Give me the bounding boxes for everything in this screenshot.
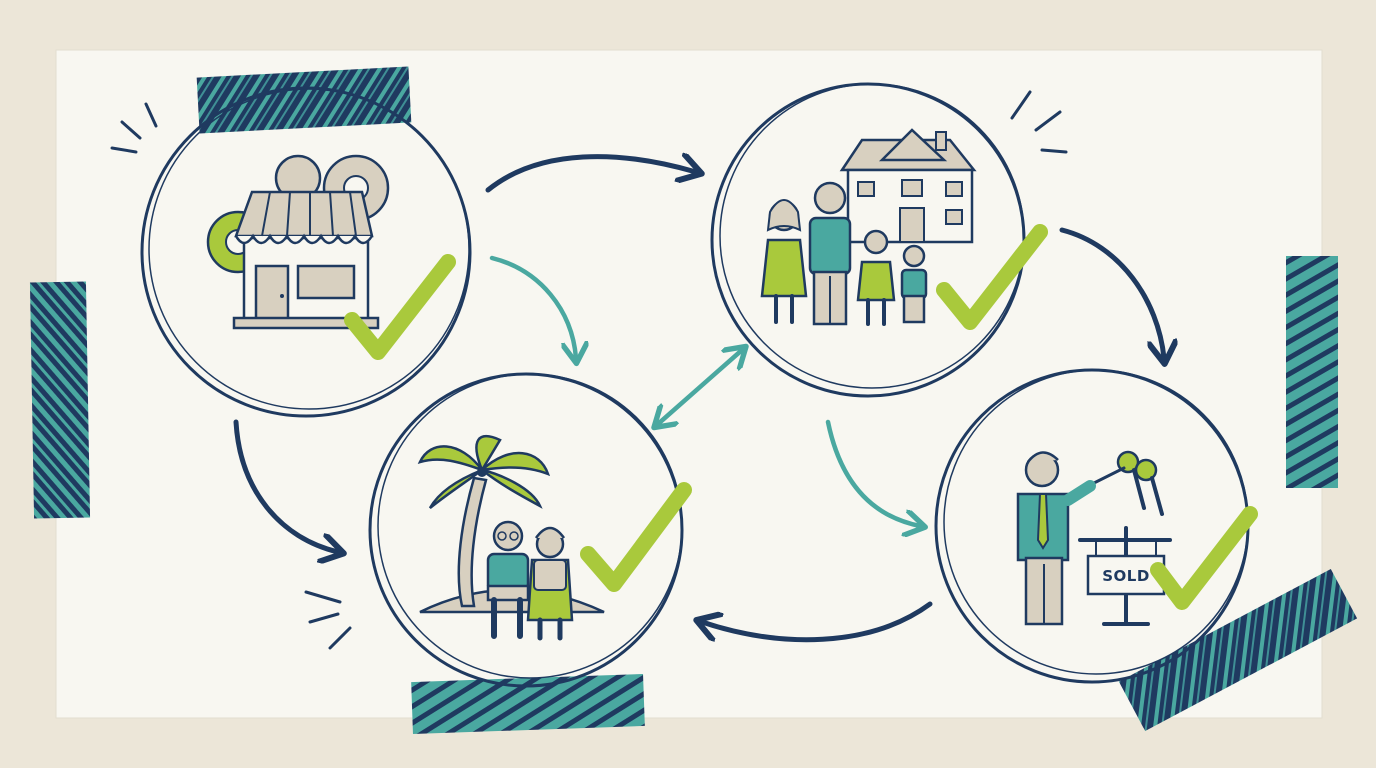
arrow-business-to-retirement-navy bbox=[233, 419, 338, 552]
family-and-house-icon bbox=[760, 128, 977, 326]
arrow-retirement-family-bidirectional bbox=[658, 350, 742, 424]
sold-sign-text: SOLD bbox=[1102, 567, 1150, 585]
arrow-family-to-sale bbox=[1059, 227, 1164, 358]
burst-marks bbox=[110, 90, 1068, 650]
check-icon bbox=[580, 482, 692, 592]
storefront-with-gears-icon bbox=[206, 154, 390, 330]
arrow-business-to-family bbox=[485, 157, 696, 193]
check-icon bbox=[344, 254, 456, 360]
tape-top-left bbox=[196, 66, 412, 134]
arrows bbox=[233, 157, 1164, 643]
check-icon bbox=[936, 224, 1048, 330]
node-retirement bbox=[368, 372, 692, 688]
arrow-family-to-sale-teal bbox=[825, 419, 920, 526]
arrow-sale-to-retirement bbox=[702, 601, 933, 643]
tape-bottom-right bbox=[1118, 568, 1358, 732]
tape-bottom-center bbox=[411, 673, 645, 735]
check-icon bbox=[1150, 506, 1258, 610]
paper-sheet bbox=[55, 49, 1323, 719]
arrow-business-to-retirement-teal bbox=[489, 255, 576, 358]
node-sale: SOLD bbox=[934, 368, 1258, 684]
node-family bbox=[710, 82, 1048, 398]
tape-right bbox=[1286, 256, 1338, 488]
node-business bbox=[140, 86, 472, 418]
retired-couple-palm-tree-icon bbox=[417, 435, 605, 641]
tape-left bbox=[29, 281, 91, 519]
agent-with-keys-and-sold-sign-icon: SOLD bbox=[1016, 450, 1172, 626]
